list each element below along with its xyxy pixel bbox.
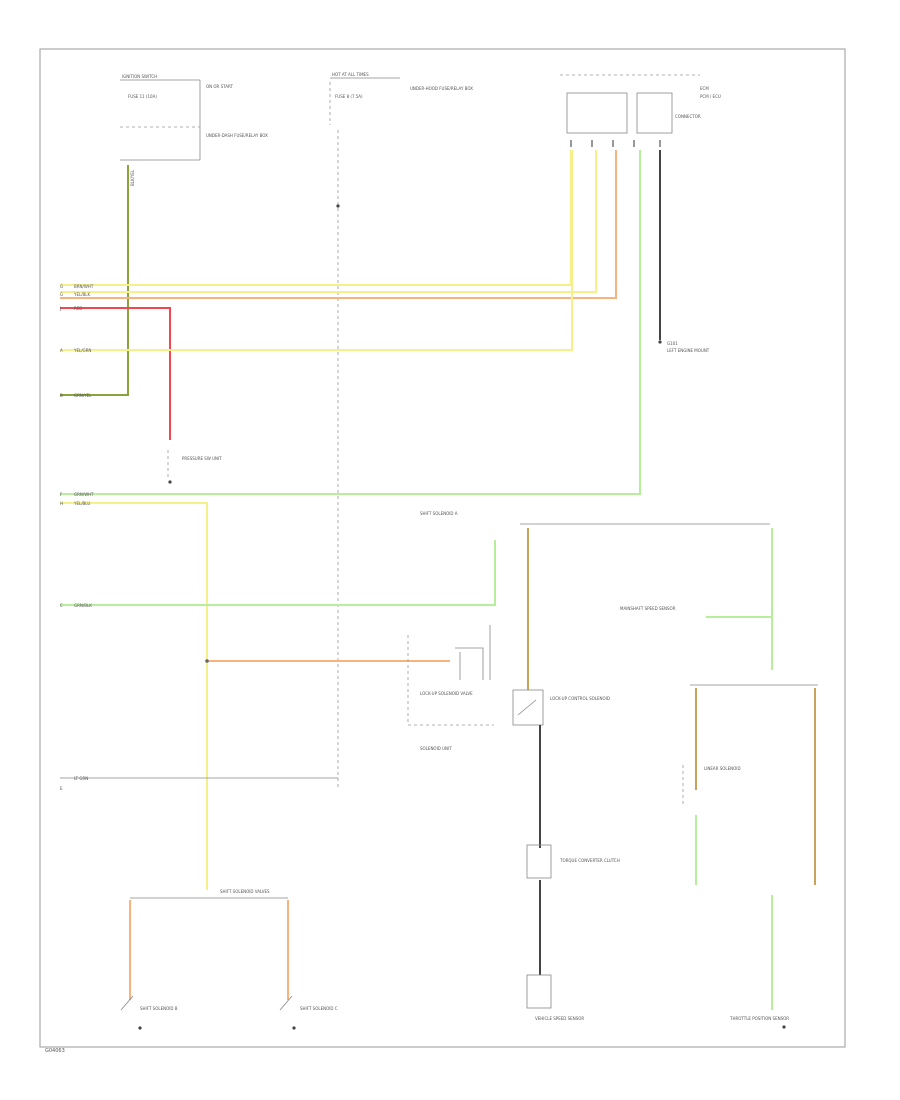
svg-text:C: C	[60, 603, 63, 608]
wire-harness-mid	[60, 502, 496, 890]
lockup-control-switch: LOCK-UP CONTROL SOLENOID	[512, 689, 610, 848]
svg-text:G: G	[60, 292, 63, 297]
svg-text:BLK/YEL: BLK/YEL	[130, 169, 135, 186]
svg-text:SHIFT SOLENOID C: SHIFT SOLENOID C	[300, 1006, 338, 1011]
svg-text:MAINSHAFT SPEED SENSOR: MAINSHAFT SPEED SENSOR	[620, 606, 676, 611]
svg-text:YEL/GRN: YEL/GRN	[73, 348, 91, 353]
svg-text:ON OR START: ON OR START	[206, 84, 234, 89]
svg-text:UNDER-HOOD FUSE/RELAY BOX: UNDER-HOOD FUSE/RELAY BOX	[410, 86, 473, 91]
left-pin-labels: G BRN/WHT G YEL/BLK J RED A YEL/GRN B GR…	[59, 284, 94, 791]
wire-red	[60, 307, 171, 440]
svg-text:LOCK-UP CONTROL SOLENOID: LOCK-UP CONTROL SOLENOID	[550, 696, 610, 701]
lockup-solenoid: LOCK-UP SOLENOID VALVE SOLENOID UNIT	[407, 625, 494, 751]
footer-code: G04063	[45, 1048, 65, 1054]
svg-text:SOLENOID UNIT: SOLENOID UNIT	[420, 746, 452, 751]
svg-text:VEHICLE SPEED SENSOR: VEHICLE SPEED SENSOR	[535, 1016, 584, 1021]
svg-text:CONNECTOR: CONNECTOR	[675, 114, 701, 119]
svg-text:SHIFT SOLENOID VALVES: SHIFT SOLENOID VALVES	[220, 889, 270, 894]
wire-harness-top	[60, 150, 661, 495]
wire-yellow-2	[60, 150, 597, 293]
wire-olive	[60, 165, 129, 396]
wire-orange-1	[60, 150, 617, 299]
svg-text:HOT AT ALL TIMES: HOT AT ALL TIMES	[332, 72, 369, 77]
hot-at-all-times-box: HOT AT ALL TIMES FUSE 8 (7.5A) UNDER-HOO…	[329, 72, 473, 790]
svg-text:PRESSURE SW UNIT: PRESSURE SW UNIT	[182, 456, 222, 461]
linear-solenoid: LINEAR SOLENOID	[682, 684, 818, 885]
shift-solenoid-pair: SHIFT SOLENOID VALVES SHIFT SOLENOID B S…	[120, 889, 338, 1030]
wire-green-1	[60, 150, 641, 495]
svg-text:TORQUE CONVERTER CLUTCH: TORQUE CONVERTER CLUTCH	[559, 858, 620, 863]
svg-text:GRN/BLK: GRN/BLK	[74, 603, 92, 608]
svg-text:G: G	[60, 284, 63, 289]
svg-text:FUSE 11 (10A): FUSE 11 (10A)	[128, 94, 157, 99]
wire-harness-center: SHIFT SOLENOID A MAINSHAFT SPEED SENSOR	[420, 511, 773, 690]
svg-text:H: H	[60, 501, 63, 506]
svg-text:B: B	[60, 393, 63, 398]
svg-text:J: J	[59, 306, 61, 311]
svg-text:RED: RED	[74, 306, 82, 311]
ground-top: G101 LEFT ENGINE MOUNT	[658, 340, 710, 353]
svg-text:LINEAR SOLENOID: LINEAR SOLENOID	[704, 766, 741, 771]
svg-text:F: F	[60, 492, 63, 497]
svg-text:LT GRN: LT GRN	[74, 776, 88, 781]
svg-text:GRN/WHT: GRN/WHT	[74, 492, 94, 497]
wire-yellow-1	[60, 150, 572, 286]
ecm-connector-box: CONNECTOR ECM PCM / ECU	[560, 74, 721, 147]
svg-text:PCM / ECU: PCM / ECU	[700, 94, 721, 99]
svg-text:BRN/WHT: BRN/WHT	[74, 284, 94, 289]
wire-green-2	[60, 540, 496, 606]
svg-text:YEL/BLU: YEL/BLU	[73, 501, 90, 506]
svg-text:E: E	[60, 786, 63, 791]
svg-text:LOCK-UP SOLENOID VALVE: LOCK-UP SOLENOID VALVE	[420, 691, 473, 696]
svg-text:A: A	[60, 348, 63, 353]
svg-text:GRN/YEL: GRN/YEL	[74, 393, 92, 398]
diagram-frame	[39, 48, 846, 1048]
ignition-fuse-box: IGNITION SWITCH FUSE 11 (10A) ON OR STAR…	[120, 74, 268, 186]
wire-yellow-3	[60, 150, 573, 351]
svg-text:YEL/BLK: YEL/BLK	[73, 292, 91, 297]
tcc-component: TORQUE CONVERTER CLUTCH VEHICLE SPEED SE…	[526, 844, 620, 1021]
ground-bottom-right: THROTTLE POSITION SENSOR	[729, 895, 789, 1029]
svg-text:LEFT ENGINE MOUNT: LEFT ENGINE MOUNT	[667, 348, 710, 353]
svg-text:ECM: ECM	[700, 86, 709, 91]
svg-text:SHIFT SOLENOID A: SHIFT SOLENOID A	[420, 511, 458, 516]
svg-text:IGNITION SWITCH: IGNITION SWITCH	[122, 74, 157, 79]
svg-text:UNDER-DASH FUSE/RELAY BOX: UNDER-DASH FUSE/RELAY BOX	[206, 133, 268, 138]
svg-text:THROTTLE POSITION SENSOR: THROTTLE POSITION SENSOR	[729, 1016, 789, 1021]
pressure-switch: PRESSURE SW UNIT	[167, 450, 222, 484]
svg-text:FUSE 8 (7.5A): FUSE 8 (7.5A)	[335, 94, 363, 99]
wire-yellow-4	[60, 502, 208, 890]
svg-text:SHIFT SOLENOID B: SHIFT SOLENOID B	[140, 1006, 178, 1011]
svg-text:G101: G101	[667, 341, 678, 346]
